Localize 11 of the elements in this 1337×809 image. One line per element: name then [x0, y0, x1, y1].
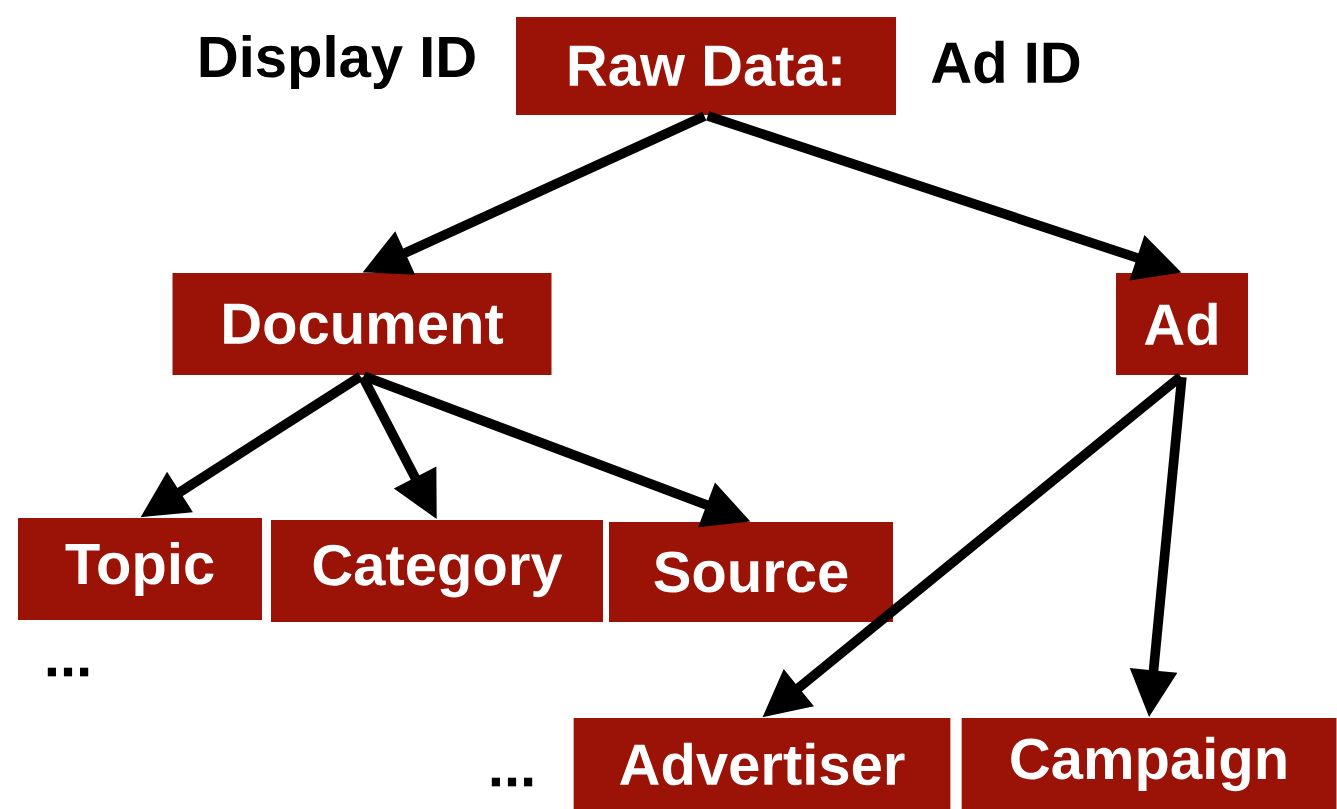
side-label: Display ID: [200, 34, 475, 90]
side-label: Ad ID: [931, 40, 1080, 84]
ellipsis: ...: [491, 777, 533, 787]
label-box: Category: [271, 520, 603, 622]
label-box: Raw Data:: [516, 17, 896, 115]
label-box: Document: [172, 273, 552, 375]
label-box: Campaign: [961, 718, 1337, 809]
label-box: Topic: [18, 518, 262, 620]
label-box: Source: [609, 522, 893, 622]
label-box: Ad: [1116, 273, 1248, 375]
label-box: Advertiser: [573, 718, 951, 809]
